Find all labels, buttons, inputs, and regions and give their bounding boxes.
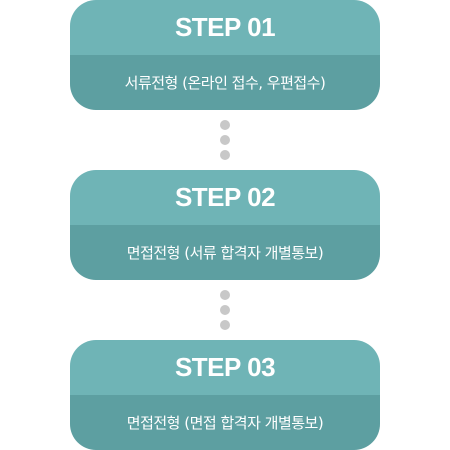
connector-dot: [220, 305, 230, 315]
connector-dot: [220, 290, 230, 300]
step-card-1: STEP 01 서류전형 (온라인 접수, 우편접수): [70, 0, 380, 110]
step-title: STEP 02: [70, 170, 380, 225]
step-card-3: STEP 03 면접전형 (면접 합격자 개별통보): [70, 340, 380, 450]
step-description: 서류전형 (온라인 접수, 우편접수): [70, 55, 380, 110]
step-connector: [220, 290, 230, 335]
step-card-2: STEP 02 면접전형 (서류 합격자 개별통보): [70, 170, 380, 280]
step-title: STEP 03: [70, 340, 380, 395]
connector-dot: [220, 120, 230, 130]
step-title: STEP 01: [70, 0, 380, 55]
step-description: 면접전형 (서류 합격자 개별통보): [70, 225, 380, 280]
connector-dot: [220, 150, 230, 160]
connector-dot: [220, 320, 230, 330]
step-description: 면접전형 (면접 합격자 개별통보): [70, 395, 380, 450]
step-connector: [220, 120, 230, 165]
connector-dot: [220, 135, 230, 145]
